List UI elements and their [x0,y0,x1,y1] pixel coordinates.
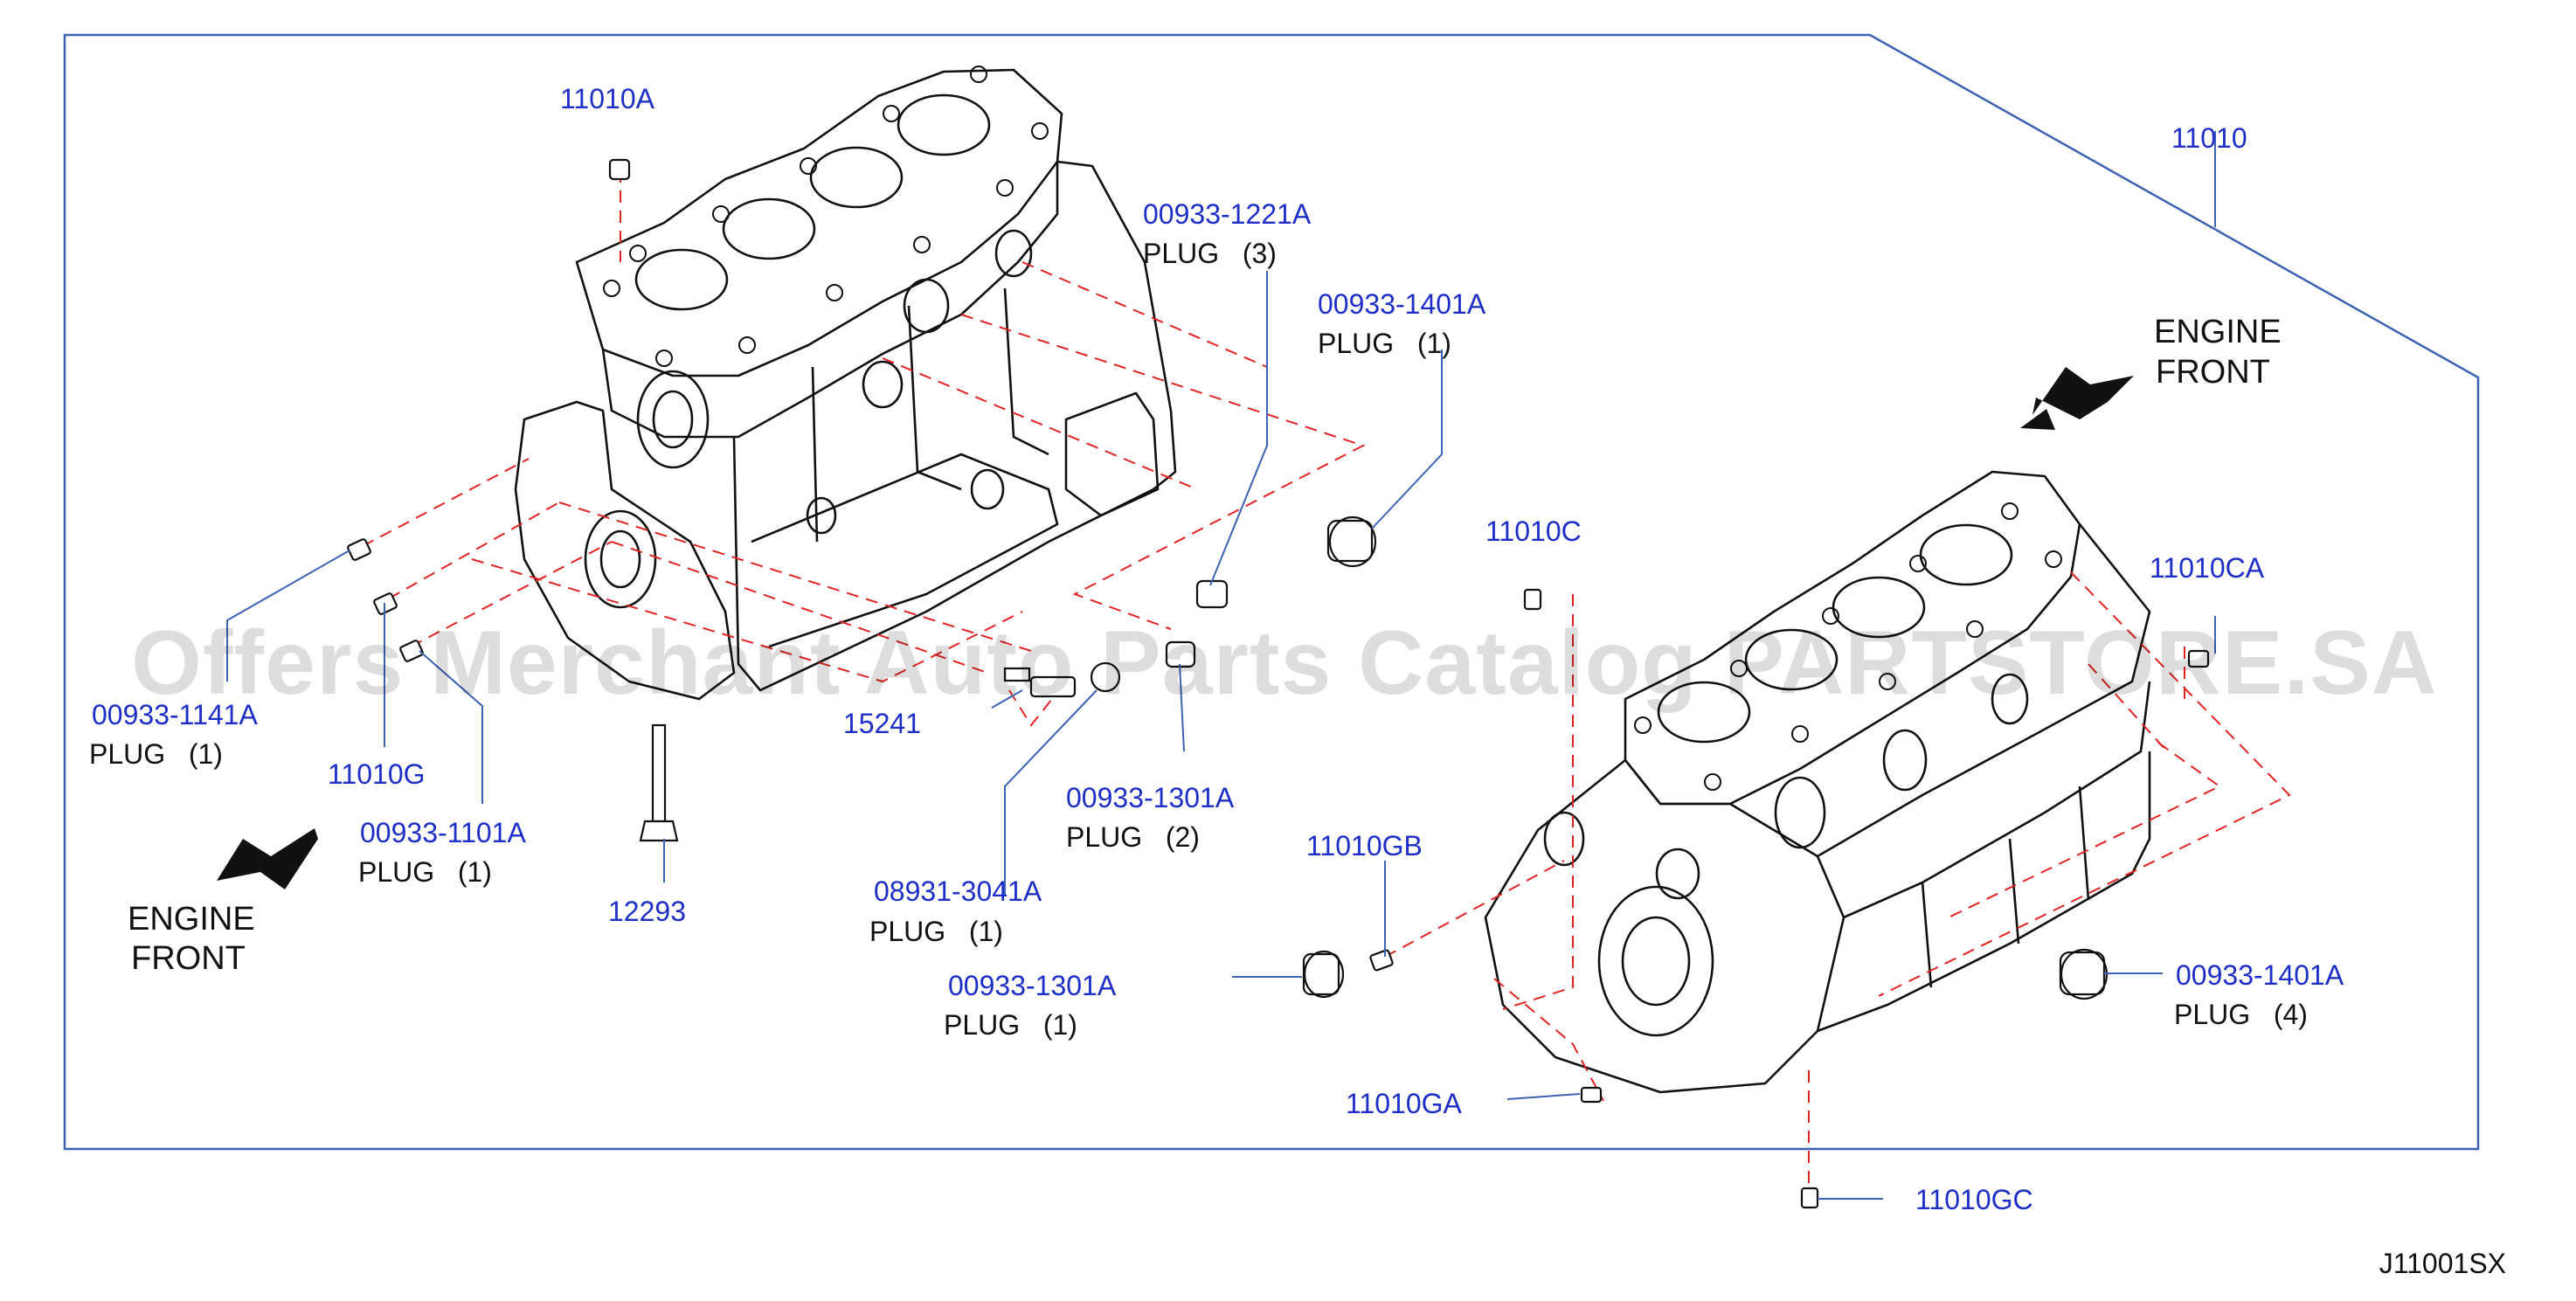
small-parts [347,158,2210,1209]
callout-00933-1401A-upper-desc: PLUG (1) [1318,328,1451,359]
callout-11010G[interactable]: 11010G [328,758,426,790]
callout-12293[interactable]: 12293 [608,896,686,927]
callout-00933-1401A-lower[interactable]: 00933-1401A [2176,959,2344,991]
callout-00933-1301A-upper-desc: PLUG (2) [1066,821,1200,853]
callout-11010GC[interactable]: 11010GC [1915,1184,2033,1215]
engine-front-label-left-line1: ENGINE [128,901,255,938]
engine-front-label-right-line1: ENGINE [2154,314,2282,350]
assembly-frame [63,33,2480,1151]
callout-00933-1221A-desc: PLUG (3) [1143,238,1277,269]
callout-08931-3041A[interactable]: 08931-3041A [874,875,1042,907]
callout-00933-1221A[interactable]: 00933-1221A [1143,198,1312,230]
alignment-guides [362,170,2291,1184]
callout-11010[interactable]: 11010 [2171,122,2247,154]
callout-00933-1141A-desc: PLUG (1) [89,738,223,770]
diagram-ref-code: J11001SX [2379,1248,2506,1279]
callout-15241[interactable]: 15241 [843,708,921,739]
leader-lines [226,131,2216,1200]
callout-00933-1401A-upper[interactable]: 00933-1401A [1318,288,1486,320]
engine-front-arrow-left [217,828,318,889]
callout-00933-1301A-upper[interactable]: 00933-1301A [1066,782,1235,813]
engine-front-arrow-right [2032,367,2134,419]
callout-08931-3041A-desc: PLUG (1) [869,916,1003,947]
callout-00933-1101A[interactable]: 00933-1101A [360,817,526,848]
callout-11010A[interactable]: 11010A [560,83,654,114]
engine-front-label-right-line2: FRONT [2156,354,2270,391]
callout-00933-1301A-lower[interactable]: 00933-1301A [948,970,1117,1001]
callout-11010CA[interactable]: 11010CA [2150,552,2265,584]
callout-00933-1401A-lower-desc: PLUG (4) [2174,999,2308,1030]
callout-00933-1301A-lower-desc: PLUG (1) [944,1009,1077,1041]
callout-00933-1101A-desc: PLUG (1) [358,856,492,888]
cylinder-block-right [1484,470,2151,1094]
callout-11010C[interactable]: 11010C [1485,516,1582,547]
callout-11010GB[interactable]: 11010GB [1306,830,1423,862]
engine-front-label-left-line2: FRONT [131,940,246,977]
callout-00933-1141A[interactable]: 00933-1141A [92,699,258,730]
callout-11010GA[interactable]: 11010GA [1346,1088,1462,1119]
cylinder-block-left [514,66,1177,701]
